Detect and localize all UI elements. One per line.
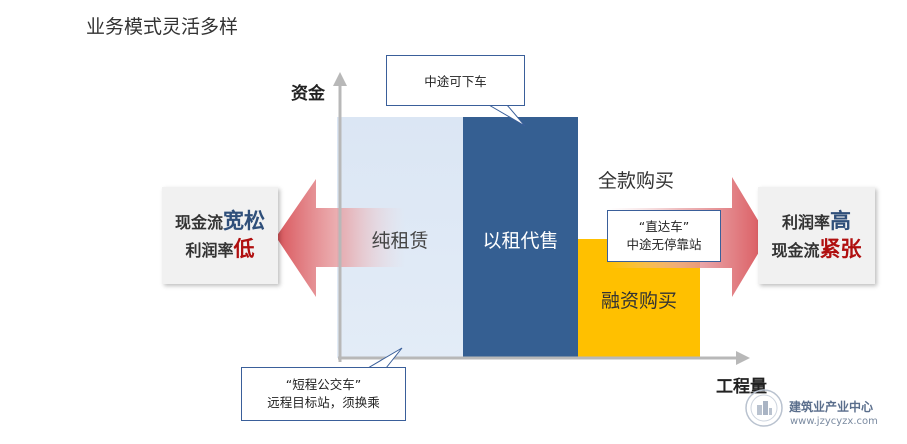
left-profit-emph: 低 xyxy=(233,237,255,261)
right-cashflow-prefix: 现金流 xyxy=(771,241,820,260)
left-cashflow-prefix: 现金流 xyxy=(174,213,223,232)
right-cashflow-line: 现金流紧张 xyxy=(758,235,875,263)
x-axis-arrowhead xyxy=(736,351,750,365)
page-title: 业务模式灵活多样 xyxy=(86,16,239,38)
callout-short-bus-line1: “短程公交车” xyxy=(285,377,362,392)
left-cashflow-emph: 宽松 xyxy=(223,209,265,233)
callout-express-line2: 中途无停靠站 xyxy=(626,237,702,252)
right-profit-emph: 高 xyxy=(830,209,851,233)
bar-financing-label: 融资购买 xyxy=(600,290,677,312)
bar-lease-to-sell-label: 以租代售 xyxy=(482,230,559,252)
callout-short-bus: “短程公交车” 远程目标站，须换乘 xyxy=(241,367,406,421)
callout-express-line1: “直达车” xyxy=(638,219,690,234)
bar-lease-to-sell xyxy=(463,117,578,358)
watermark-url: www.jzycyzx.com xyxy=(790,416,878,427)
callout-express: “直达车” 中途无停靠站 xyxy=(607,210,721,262)
callout-midway-exit-text: 中途可下车 xyxy=(424,74,487,89)
watermark-logo-icon xyxy=(745,389,783,427)
right-profit-line: 利润率高 xyxy=(758,207,875,235)
y-axis-arrowhead xyxy=(333,72,347,86)
bar-pure-lease-label: 纯租赁 xyxy=(371,230,429,252)
full-payment-label: 全款购买 xyxy=(598,170,675,192)
right-profit-prefix: 利润率 xyxy=(781,213,830,232)
left-profit-line: 利润率低 xyxy=(162,235,278,263)
left-profit-prefix: 利润率 xyxy=(185,241,234,260)
right-summary-box: 利润率高 现金流紧张 xyxy=(758,187,875,284)
watermark-name: 建筑业产业中心 xyxy=(789,400,874,414)
callout-midway-exit: 中途可下车 xyxy=(386,55,525,106)
right-cashflow-emph: 紧张 xyxy=(819,237,862,261)
y-axis-label: 资金 xyxy=(291,84,325,104)
left-cashflow-line: 现金流宽松 xyxy=(162,207,278,235)
left-summary-box: 现金流宽松 利润率低 xyxy=(162,187,278,284)
callout-short-bus-line2: 远程目标站，须换乘 xyxy=(267,395,380,410)
